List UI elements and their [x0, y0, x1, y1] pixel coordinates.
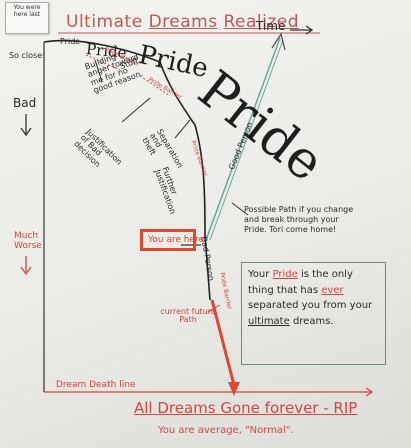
header-dreams: Dreams	[148, 12, 218, 32]
arrow-separation	[174, 119, 191, 139]
arrow-down-bad-head	[20, 127, 32, 137]
dream-death-label: Dream Death line	[56, 380, 136, 390]
so-close-label: So close!	[9, 51, 46, 60]
good-path	[205, 37, 281, 241]
header-realized: Realized	[223, 12, 300, 32]
future-path-arrowhead	[228, 382, 240, 396]
arrow-possible	[231, 202, 249, 216]
arrow-current	[207, 304, 221, 313]
you-are-average: You are average, "Normal".	[158, 425, 294, 436]
y-axis-much-worse: Much Worse	[14, 231, 42, 251]
good-path-arrowhead	[271, 32, 286, 51]
dream-death-arrowhead	[365, 387, 374, 397]
header-title: Ultimate Dreams Realized	[66, 12, 300, 32]
good-path-2	[209, 39, 284, 241]
time-label: Time	[256, 19, 286, 33]
arrow-anger	[94, 59, 103, 83]
all-dreams-gone: All Dreams Gone forever - RIP	[134, 399, 358, 417]
pride-note-box: Your Pride is the only thing that has ev…	[241, 262, 386, 365]
future-path	[210, 299, 236, 386]
time-arrow-head	[305, 25, 314, 35]
note-possible-path: Possible Path if you change and break th…	[244, 205, 354, 234]
arrow-justify	[121, 97, 151, 123]
header-ultimate: Ultimate	[66, 12, 143, 32]
pride-small-1: Pride	[60, 37, 81, 46]
y-axis-bad: Bad	[13, 96, 37, 110]
arrow-down-worse-head	[20, 266, 32, 276]
current-future-path: current future Path	[160, 307, 216, 325]
you-are-here-box: You are here	[140, 229, 204, 252]
life-path	[43, 39, 211, 301]
sticky-note: You were here last	[5, 2, 49, 34]
